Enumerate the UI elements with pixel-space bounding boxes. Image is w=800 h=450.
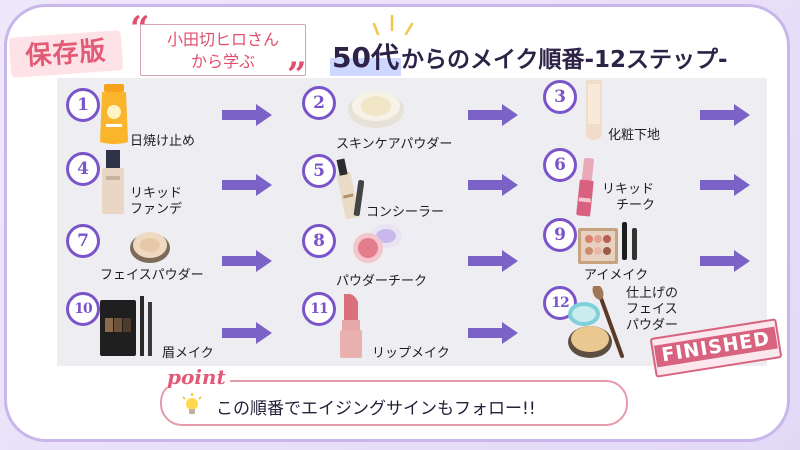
step-number-12: 12 [543, 286, 577, 320]
step-label-12-line-2: フェイス [626, 302, 678, 317]
arrow-right-icon [700, 174, 750, 196]
step-number-4: 4 [66, 152, 100, 186]
step-label-8: パウダーチーク [336, 274, 428, 289]
step-number-1: 1 [66, 88, 100, 122]
step-number-8: 8 [302, 224, 336, 258]
lipstick-icon [340, 294, 362, 358]
sparkle-icon [372, 14, 414, 36]
step-number-3: 3 [543, 80, 577, 114]
step-label-12-line-1: 仕上げの [626, 286, 679, 301]
step-label-3: 化粧下地 [608, 128, 661, 143]
arrow-right-icon [468, 174, 518, 196]
save-version-badge: 保存版 [8, 30, 124, 78]
step-label-12: 仕上げの フェイス パウダー [626, 286, 678, 334]
step-label-6-line-2: チーク [616, 198, 656, 213]
lightbulb-icon [182, 393, 202, 414]
arrow-right-icon [468, 322, 518, 344]
title-highlight: 50代 [330, 36, 401, 76]
subtitle-box: 小田切ヒロさん から学ぶ [140, 24, 306, 76]
page-title: 50代からのメイク順番-12ステップ- [330, 36, 728, 76]
arrow-right-icon [468, 250, 518, 272]
point-tag: point [163, 367, 230, 387]
step-label-4: リキッド ファンデ [130, 186, 182, 218]
arrow-right-icon [468, 104, 518, 126]
step-label-7: フェイスパウダー [100, 268, 204, 283]
step-label-11: リップメイク [372, 346, 450, 361]
face-powder-icon [130, 232, 170, 263]
step-label-12-line-3: パウダー [626, 318, 679, 333]
arrow-right-icon [222, 104, 272, 126]
step-number-5: 5 [302, 154, 336, 188]
step-number-7: 7 [66, 224, 100, 258]
point-text: この順番でエイジングサインもフォロー!! [216, 399, 536, 419]
concealer-icon [336, 158, 364, 220]
step-label-6: リキッド チーク [602, 182, 655, 214]
title-rest: からのメイク順番-12ステップ- [400, 47, 728, 73]
step-label-6-line-1: リキッド [602, 182, 655, 197]
blush-compact-icon [353, 224, 402, 263]
subtitle-line-1: 小田切ヒロさん [166, 30, 279, 49]
step-number-11: 11 [302, 292, 336, 326]
powder-compact-icon [348, 91, 404, 128]
step-number-9: 9 [543, 218, 577, 252]
step-label-4-line-2: ファンデ [130, 202, 183, 217]
step-number-2: 2 [302, 86, 336, 120]
step-label-5: コンシーラー [366, 205, 445, 220]
steps-panel [57, 78, 767, 366]
point-callout [160, 380, 628, 426]
step-label-9: アイメイク [584, 268, 649, 283]
step-number-6: 6 [543, 148, 577, 182]
subtitle-line-2: から学ぶ [190, 52, 255, 71]
step-number-10: 10 [66, 292, 100, 326]
eyeshadow-palette-icon [578, 222, 637, 264]
arrow-right-icon [700, 250, 750, 272]
liquid-blush-icon [576, 158, 594, 217]
arrow-right-icon [700, 104, 750, 126]
step-label-2: スキンケアパウダー [336, 137, 453, 152]
foundation-bottle-icon [102, 150, 124, 214]
arrow-right-icon [222, 322, 272, 344]
step-label-4-line-1: リキッド [130, 186, 183, 201]
arrow-right-icon [222, 250, 272, 272]
brow-palette-icon [100, 296, 152, 356]
arrow-right-icon [222, 174, 272, 196]
step-label-10: 眉メイク [162, 346, 214, 361]
sunscreen-tube-icon [100, 84, 128, 144]
finishing-powder-icon [568, 286, 624, 358]
step-label-1: 日焼け止め [130, 134, 196, 149]
primer-tube-icon [586, 80, 602, 140]
